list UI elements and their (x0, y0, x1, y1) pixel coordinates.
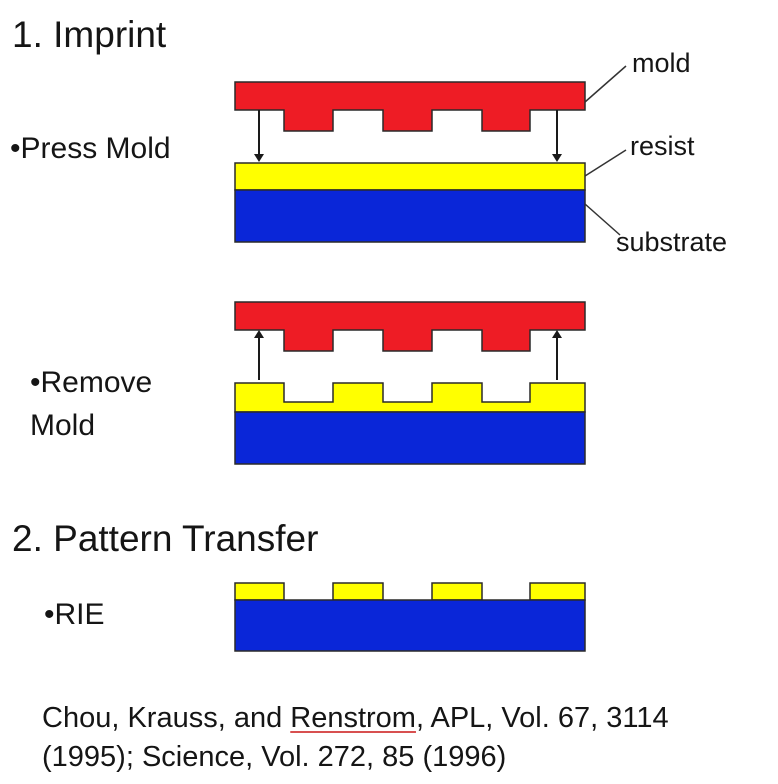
label-substrate: substrate (616, 227, 728, 257)
resist-island-4 (529, 582, 586, 601)
mold-remove (234, 301, 586, 352)
citation-line-2: (1995); Science, Vol. 272, 85 (1996) (42, 741, 507, 773)
section-title-pattern-transfer: 2. Pattern Transfer (12, 518, 319, 559)
press-mold-diagram (234, 65, 627, 243)
section-title-imprint: 1. Imprint (12, 14, 167, 55)
substrate-press (234, 189, 586, 243)
label-resist: resist (630, 131, 695, 161)
mold-press (234, 81, 586, 132)
citation-journal: , APL, Vol. 67, 3114 (415, 702, 669, 734)
citation-authors: Chou, Krauss, and (42, 702, 291, 734)
resist-patterned-remove (234, 382, 586, 413)
citation-author-renstrom: Renstrom (290, 702, 416, 734)
resist-leader-line (584, 149, 627, 177)
label-mold: mold (632, 48, 691, 78)
resist-island-1 (234, 582, 285, 601)
resist-island-2 (332, 582, 384, 601)
step-label-press-mold: •Press Mold (10, 132, 171, 165)
mold-leader-line (584, 65, 627, 103)
step-label-remove-line1: •Remove (30, 366, 153, 399)
step-label-remove-line2: Mold (30, 409, 96, 442)
rie-diagram (234, 582, 586, 652)
step-label-rie: •RIE (44, 598, 105, 631)
remove-mold-diagram (234, 301, 586, 465)
substrate-rie (234, 599, 586, 652)
resist-layer-press (234, 162, 586, 191)
resist-island-3 (431, 582, 483, 601)
substrate-leader-line (584, 203, 621, 236)
citation-line-1: Chou, Krauss, and Renstrom, APL, Vol. 67… (42, 704, 669, 733)
substrate-remove (234, 411, 586, 465)
